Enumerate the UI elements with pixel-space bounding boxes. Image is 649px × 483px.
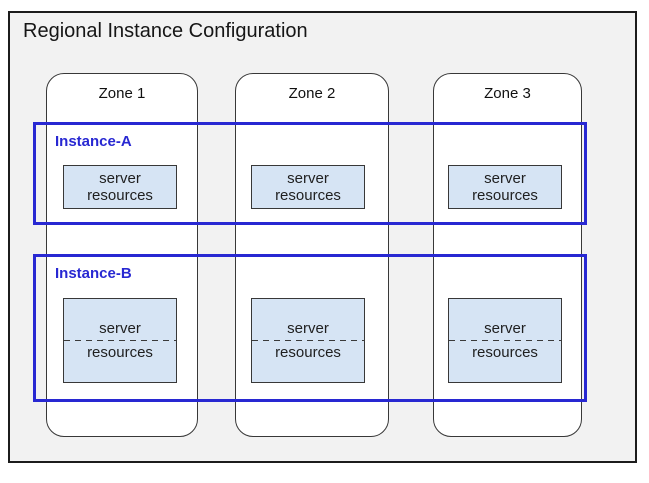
server-resources-label: server: [484, 320, 526, 337]
server-resources-label: server: [99, 320, 141, 337]
server-resources-label: server: [287, 170, 329, 187]
zone-3-label: Zone 3: [484, 85, 531, 102]
server-resources-box-b2: server resources: [251, 298, 365, 383]
dashed-divider: [252, 340, 364, 341]
dashed-divider: [449, 340, 561, 341]
server-resources-box-a1: server resources: [63, 165, 177, 209]
server-resources-label: server: [99, 170, 141, 187]
instance-a-label: Instance-A: [55, 133, 132, 150]
server-resources-label: resources: [275, 344, 341, 361]
server-resources-label: resources: [275, 187, 341, 204]
server-resources-box-a2: server resources: [251, 165, 365, 209]
server-resources-label: resources: [472, 344, 538, 361]
server-resources-box-b1: server resources: [63, 298, 177, 383]
diagram-title: Regional Instance Configuration: [23, 20, 308, 42]
server-resources-box-a3: server resources: [448, 165, 562, 209]
instance-b-box: Instance-B: [33, 254, 587, 402]
server-resources-label: server: [287, 320, 329, 337]
zone-2-label: Zone 2: [288, 85, 336, 102]
server-resources-box-b3: server resources: [448, 298, 562, 383]
server-resources-label: resources: [87, 344, 153, 361]
instance-a-box: Instance-A: [33, 122, 587, 225]
zone-1-label: Zone 1: [98, 85, 146, 102]
instance-b-label: Instance-B: [55, 265, 132, 282]
region-frame: Regional Instance Configuration Zone 1 Z…: [8, 11, 637, 463]
server-resources-label: resources: [87, 187, 153, 204]
server-resources-label: resources: [472, 187, 538, 204]
server-resources-label: server: [484, 170, 526, 187]
dashed-divider: [64, 340, 176, 341]
